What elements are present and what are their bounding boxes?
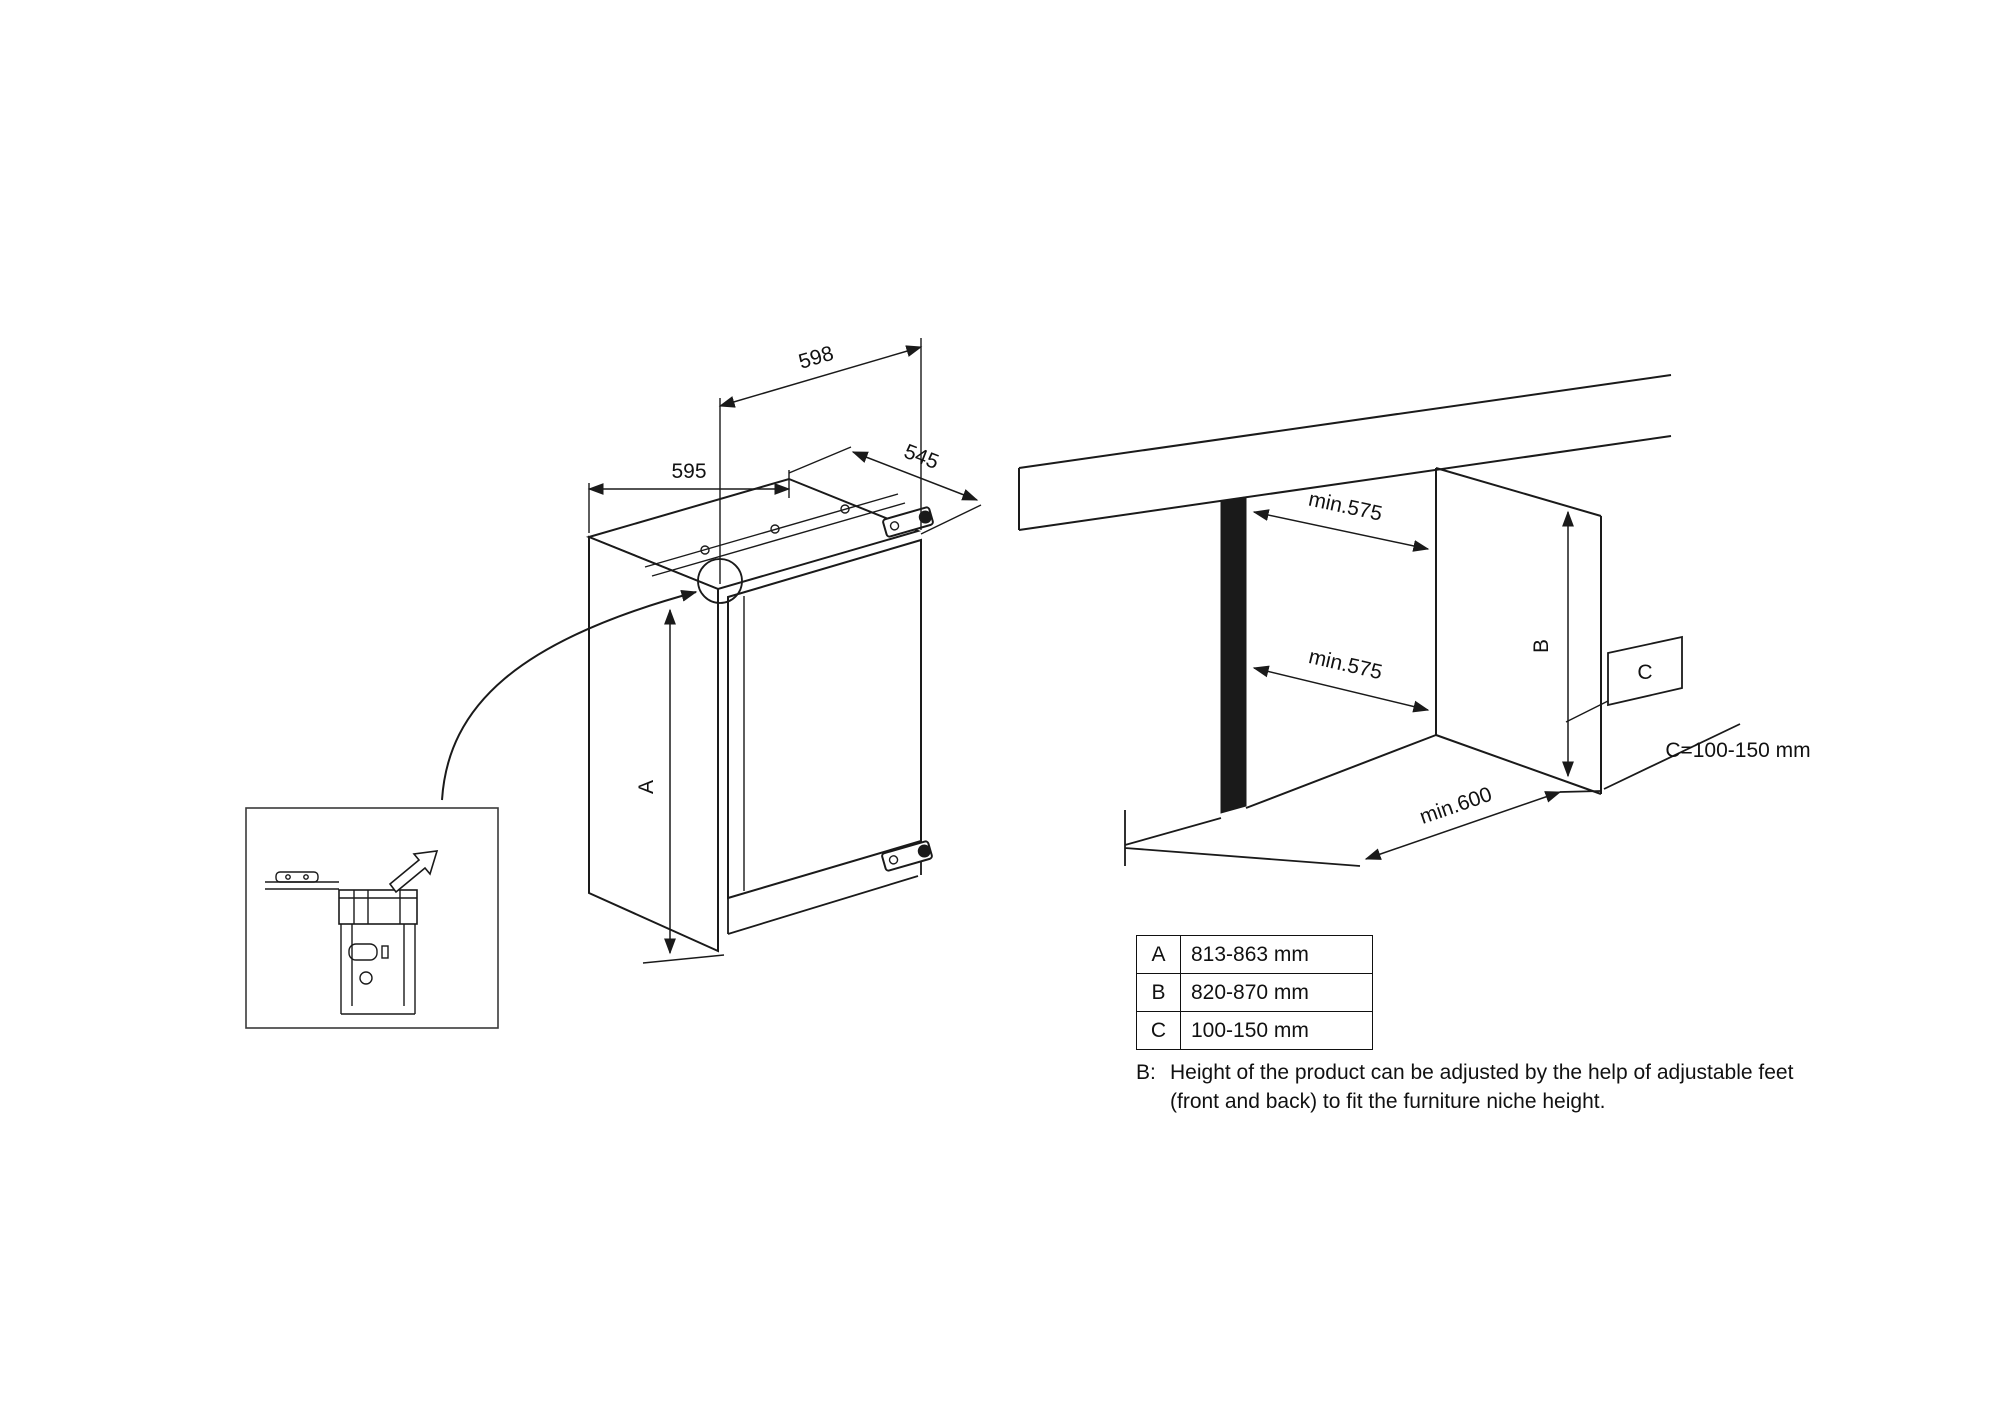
extension-line-A	[642, 954, 725, 964]
table-value-cell: 813-863 mm	[1180, 935, 1373, 974]
dim-label-A: A	[635, 780, 658, 794]
dim-label-545: 545	[901, 440, 942, 474]
dim-line-min575-bottom	[1252, 665, 1430, 713]
table-row: B 820-870 mm	[1136, 973, 1373, 1012]
fridge-top-rails	[644, 493, 906, 577]
slide-direction-arrow-icon	[388, 850, 439, 894]
dimension-table: A 813-863 mm B 820-870 mm C 100-150 mm	[1136, 935, 1373, 1050]
adjustable-feet-note: B: Height of the product can be adjusted…	[1136, 1058, 1793, 1116]
niche-dimensions: min.575 min.575 B min.600 C=100-150 mm	[1252, 488, 1811, 860]
dim-label-min600: min.600	[1417, 783, 1495, 829]
fridge-door	[727, 538, 922, 900]
dim-label-B: B	[1530, 639, 1553, 653]
note-line-1: B: Height of the product can be adjusted…	[1136, 1058, 1793, 1087]
plinth-range-note: C=100-150 mm	[1665, 739, 1810, 762]
dim-line-min575-top	[1252, 509, 1430, 552]
dim-line-min600	[1364, 791, 1562, 860]
dim-label-min575-bottom: min.575	[1306, 645, 1384, 684]
note-text-1: Height of the product can be adjusted by…	[1170, 1061, 1794, 1084]
extension-lines-545	[788, 446, 982, 535]
table-key-cell: B	[1136, 973, 1181, 1012]
plinth-floor-line	[1603, 723, 1741, 790]
floor-lines	[1124, 790, 1602, 867]
dim-label-595: 595	[671, 460, 706, 483]
table-value-cell: 820-870 mm	[1180, 973, 1373, 1012]
fridge-side-face	[588, 535, 719, 953]
note-prefix: B:	[1136, 1061, 1156, 1084]
note-line-2: (front and back) to fit the furniture ni…	[1170, 1090, 1606, 1113]
dim-label-min575-top: min.575	[1306, 488, 1384, 526]
dim-line-545	[851, 451, 979, 501]
screw-icon	[700, 545, 710, 555]
table-key-cell: A	[1136, 935, 1181, 974]
bracket-drawing	[265, 871, 418, 1015]
plinth-label-C: C	[1637, 661, 1652, 684]
dim-line-598	[718, 345, 923, 408]
table-key-cell: C	[1136, 1011, 1181, 1050]
niche-side-wall-strip	[1220, 496, 1247, 814]
fridge-dimensions: 595 598 545 A	[587, 338, 982, 964]
screw-icon	[770, 524, 780, 534]
niche-bottom-front-edge	[1245, 734, 1437, 809]
fridge-isometric	[585, 477, 934, 953]
plinth-box: C	[1565, 635, 1683, 723]
niche-isometric: C	[1018, 374, 1741, 867]
fridge-bottom-hinge	[881, 840, 933, 872]
leader-curved-arrow-icon	[441, 590, 698, 801]
niche-right-panel	[1435, 467, 1602, 795]
dim-label-598: 598	[796, 342, 836, 374]
table-row: A 813-863 mm	[1136, 935, 1373, 974]
table-row: C 100-150 mm	[1136, 1011, 1373, 1050]
screw-icon	[840, 504, 850, 514]
worktop	[1018, 374, 1672, 531]
table-value-cell: 100-150 mm	[1180, 1011, 1373, 1050]
inset-detail-box	[245, 807, 499, 1029]
